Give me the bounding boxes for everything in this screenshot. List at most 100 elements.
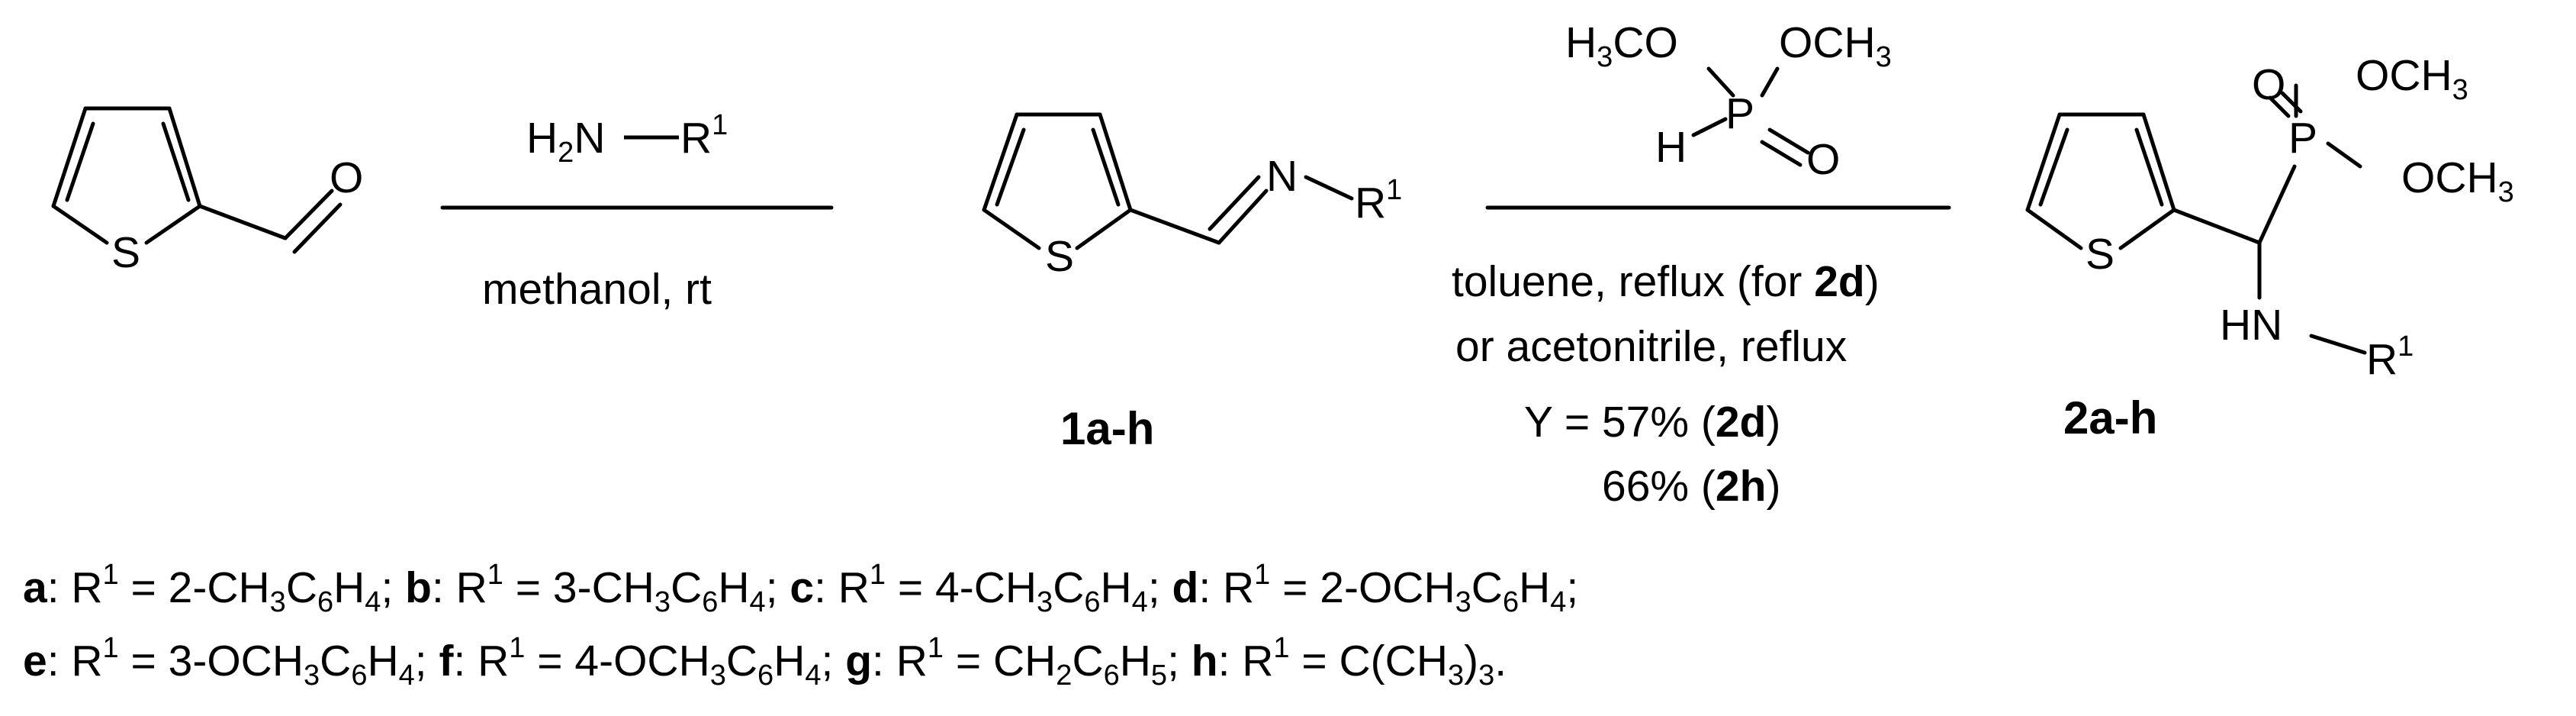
substituent-h: h: R1 = C(CH3)3. bbox=[1179, 634, 1507, 690]
legend-h-m1: ) bbox=[1464, 637, 1479, 685]
imine-r-group: R1 bbox=[1355, 174, 1402, 227]
substituent-c: c: R1 = 4-CH3C6H4; bbox=[778, 560, 1159, 617]
sulfur-label-1: S bbox=[111, 228, 140, 277]
legend-h-sup: 1 bbox=[1273, 632, 1290, 664]
legend-b-s1: 3 bbox=[654, 586, 671, 618]
legend-c-eq: = 4-CH bbox=[886, 563, 1037, 612]
legend-f-m1: C bbox=[725, 637, 758, 685]
phosphite-och3: OCH3 bbox=[1779, 18, 1892, 73]
phosphite-o: O bbox=[1806, 135, 1840, 184]
yield-2d: Y = 57% (2d) bbox=[1524, 398, 1780, 447]
legend-f-m2: H bbox=[773, 637, 806, 685]
sulfur-label-2: S bbox=[1045, 232, 1074, 281]
legend-c-m1: C bbox=[1053, 563, 1085, 612]
legend-c-s3: 4 bbox=[1131, 586, 1148, 618]
legend-b-end: ; bbox=[765, 563, 778, 612]
legend-d-eq: = 2-OCH bbox=[1270, 563, 1455, 612]
legend-e-eq: = 3-OCH bbox=[118, 637, 304, 685]
substituent-d: d: R1 = 2-OCH3C6H4; bbox=[1160, 560, 1579, 617]
legend-b-s2: 6 bbox=[702, 586, 719, 618]
legend-c-s2: 6 bbox=[1084, 586, 1101, 618]
legend-h-end: . bbox=[1494, 637, 1507, 685]
legend-d-m1: C bbox=[1471, 563, 1503, 612]
legend-b-mid: : R bbox=[431, 563, 487, 612]
conditions-step-1: methanol, rt bbox=[482, 265, 712, 314]
legend-c-label: c bbox=[790, 563, 815, 612]
legend-d-s3: 4 bbox=[1550, 586, 1567, 618]
legend-g-end: ; bbox=[1167, 637, 1179, 685]
substituent-legend-line-1: a: R1 = 2-CH3C6H4; b: R1 = 3-CH3C6H4; c:… bbox=[23, 560, 1579, 617]
yield-2h: 66% (2h) bbox=[1602, 462, 1780, 511]
legend-g-s2: 6 bbox=[1103, 660, 1120, 692]
legend-d-sup: 1 bbox=[1254, 559, 1271, 591]
legend-e-m1: C bbox=[320, 637, 352, 685]
legend-d-label: d bbox=[1172, 563, 1199, 612]
product-hn: HN bbox=[2220, 301, 2282, 350]
product-phosphoryl-oxygen: O bbox=[2252, 60, 2285, 109]
legend-d-s1: 3 bbox=[1455, 586, 1471, 618]
legend-f-eq: = 4-OCH bbox=[525, 637, 710, 685]
legend-c-m2: H bbox=[1100, 563, 1132, 612]
legend-a-m1: C bbox=[285, 563, 317, 612]
legend-f-end: ; bbox=[821, 637, 834, 685]
legend-d-lead bbox=[1160, 563, 1172, 612]
legend-h-s1: 3 bbox=[1448, 660, 1465, 692]
sulfur-label-3: S bbox=[2086, 230, 2115, 279]
legend-g-eq: = CH bbox=[944, 637, 1056, 685]
legend-f-mid: : R bbox=[453, 637, 510, 685]
phosphite-h: H bbox=[1655, 123, 1687, 172]
legend-e-m2: H bbox=[367, 637, 399, 685]
legend-b-m1: C bbox=[671, 563, 703, 612]
legend-h-lead bbox=[1179, 637, 1192, 685]
substituent-a: a: R1 = 2-CH3C6H4; bbox=[23, 560, 394, 617]
legend-a-sup: 1 bbox=[102, 559, 119, 591]
imine-nitrogen-label: N bbox=[1266, 152, 1298, 201]
legend-h-mid: : R bbox=[1217, 637, 1274, 685]
legend-e-mid: : R bbox=[47, 637, 103, 685]
legend-g-lead bbox=[833, 637, 845, 685]
legend-d-mid: : R bbox=[1198, 563, 1255, 612]
legend-g-s1: 2 bbox=[1056, 660, 1073, 692]
imine-structure bbox=[982, 112, 1354, 250]
legend-f-s1: 3 bbox=[709, 660, 726, 692]
legend-g-m1: C bbox=[1072, 637, 1104, 685]
legend-d-s2: 6 bbox=[1502, 586, 1520, 618]
reaction-scheme: O S H2N R1 methanol, rt N R1 S 1a-h H3CO… bbox=[51, 18, 2514, 511]
legend-g-label: g bbox=[845, 637, 873, 685]
legend-h-eq: = C(CH bbox=[1289, 637, 1448, 685]
compound-label-2a-h: 2a-h bbox=[2063, 392, 2157, 443]
substituent-g: g: R1 = CH2C6H5; bbox=[833, 634, 1179, 690]
amine-r-group: R1 bbox=[680, 109, 728, 163]
thiophene-carbaldehyde-structure bbox=[51, 106, 343, 254]
legend-a-s3: 4 bbox=[365, 586, 381, 618]
conditions-step-2-line1: toluene, reflux (for 2d) bbox=[1452, 257, 1880, 306]
substituent-b: b: R1 = 3-CH3C6H4; bbox=[393, 560, 778, 617]
legend-d-end: ; bbox=[1566, 563, 1579, 612]
legend-a-s2: 6 bbox=[317, 586, 334, 618]
compound-label-1a-h: 1a-h bbox=[1060, 403, 1154, 454]
legend-a-s1: 3 bbox=[269, 586, 286, 618]
legend-a-end: ; bbox=[381, 563, 394, 612]
legend-c-mid: : R bbox=[814, 563, 870, 612]
product-structure bbox=[2025, 83, 2367, 355]
legend-f-label: f bbox=[439, 637, 454, 685]
legend-a-mid: : R bbox=[47, 563, 103, 612]
legend-c-sup: 1 bbox=[869, 559, 886, 591]
legend-a-eq: = 2-CH bbox=[118, 563, 270, 612]
legend-f-lead bbox=[427, 637, 439, 685]
amine-reagent: H2N bbox=[526, 114, 605, 169]
substituent-e: e: R1 = 3-OCH3C6H4; bbox=[23, 634, 427, 690]
product-r-group: R1 bbox=[2366, 331, 2414, 384]
legend-e-label: e bbox=[23, 637, 47, 685]
legend-f-s2: 6 bbox=[757, 660, 774, 692]
legend-b-s3: 4 bbox=[749, 586, 766, 618]
legend-g-mid: : R bbox=[872, 637, 928, 685]
product-och3-top: OCH3 bbox=[2356, 51, 2468, 106]
legend-b-m2: H bbox=[718, 563, 750, 612]
aldehyde-oxygen-label: O bbox=[330, 153, 363, 202]
substituent-legend-line-2: e: R1 = 3-OCH3C6H4; f: R1 = 4-OCH3C6H4; … bbox=[23, 634, 1507, 690]
product-och3-right: OCH3 bbox=[2401, 153, 2514, 208]
product-p: P bbox=[2288, 114, 2317, 163]
legend-h-label: h bbox=[1191, 637, 1218, 685]
legend-g-s3: 5 bbox=[1150, 660, 1168, 692]
